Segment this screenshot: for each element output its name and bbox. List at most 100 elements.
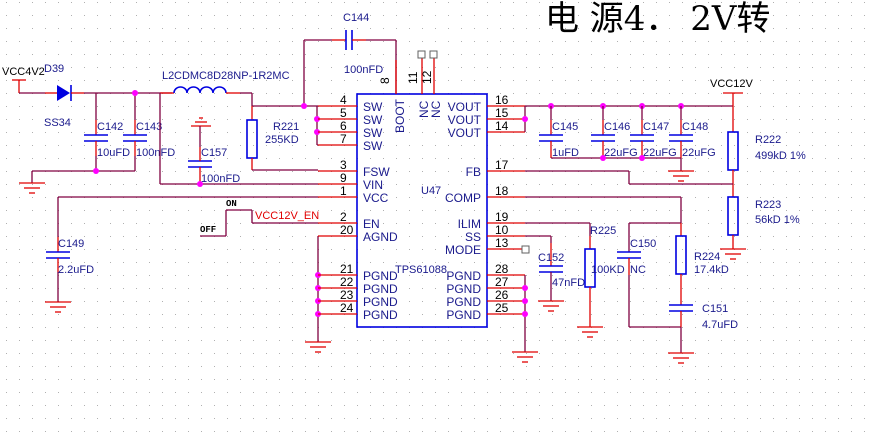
c145-ref: C145 (552, 121, 578, 133)
pin-number: 27 (495, 275, 509, 289)
pin-name: VOUT (448, 126, 482, 140)
pin-number: 3 (340, 158, 347, 172)
pin-number: 13 (495, 236, 509, 250)
ground-symbol (512, 351, 538, 363)
c149-ref: C149 (58, 238, 84, 250)
r221-value: 255KD (265, 134, 299, 146)
pin-number: 6 (340, 119, 347, 133)
switch-on-label: ON (226, 199, 237, 209)
c142-value: 10uFD (97, 147, 130, 159)
capacitor-c151[interactable]: C151 4.7uFD (668, 303, 738, 364)
pin-number: 5 (340, 106, 347, 120)
pin-name: PGND (363, 308, 398, 322)
c144-ref: C144 (343, 12, 369, 24)
ground-symbol (720, 248, 746, 260)
pin-name: SS (465, 230, 481, 244)
pin-name: VOUT (448, 100, 482, 114)
capacitor-c150[interactable]: C150 NC (617, 223, 656, 327)
c151-value: 4.7uFD (702, 319, 738, 331)
net-label-enable: VCC12V_EN (255, 210, 319, 222)
pin-name: COMP (445, 191, 481, 205)
pin-name: SW (363, 100, 383, 114)
c148-value: 22uFG (682, 147, 716, 159)
c142-ref: C142 (97, 121, 123, 133)
c148-ref: C148 (682, 121, 708, 133)
diode-d39[interactable]: D39 SS34 (44, 63, 84, 129)
pin-number: 15 (495, 106, 509, 120)
nc-marker (417, 50, 426, 59)
grid-dots (6, 2, 865, 432)
pin-name: VOUT (448, 113, 482, 127)
ground-symbol (668, 352, 694, 364)
r223-value: 56kD 1% (755, 214, 800, 226)
pin-name: PGND (446, 295, 481, 309)
capacitor-c152[interactable]: C152 47nFD (538, 243, 585, 312)
pin-number: 17 (495, 158, 509, 172)
capacitor-c143[interactable]: C143 100nFD (123, 93, 175, 171)
vcc4v2-port[interactable]: VCC4V2 (2, 66, 45, 94)
capacitor-c157[interactable]: C157 100nFD (188, 117, 240, 187)
ground-symbol (305, 341, 331, 353)
ground-symbol (191, 117, 211, 127)
pin-name: PGND (446, 282, 481, 296)
l2-value: CDMC8D28NP-1R2MC (174, 70, 290, 82)
vcc12v-port[interactable]: VCC12V (710, 78, 753, 106)
pin-number: 23 (340, 288, 354, 302)
capacitor-c149[interactable]: C149 2.2uFD (45, 197, 94, 313)
pin-number: 19 (495, 210, 509, 224)
pin-number: 7 (340, 132, 347, 146)
pin-name: SW (363, 139, 383, 153)
pin-number: 26 (495, 288, 509, 302)
capacitor-c148[interactable]: C148 22uFG (669, 106, 716, 159)
pin-num-8: 8 (378, 77, 392, 84)
pin-name: PGND (363, 295, 398, 309)
capacitor-c142[interactable]: C142 10uFD (84, 93, 130, 171)
pin-number: 9 (340, 171, 347, 185)
capacitor-c145[interactable]: C145 1uFD (539, 106, 579, 159)
c144-value: 100nFD (344, 64, 383, 76)
pin-number: 20 (340, 223, 354, 237)
pin-name: PGND (363, 282, 398, 296)
inductor-l2[interactable]: L2 CDMC8D28NP-1R2MC (160, 70, 290, 94)
resistor-r222[interactable]: R222 499kD 1% (727, 106, 806, 184)
pin-number: 18 (495, 184, 509, 198)
c145-value: 1uFD (552, 147, 579, 159)
ground-symbol (538, 300, 564, 312)
pin-name-nc: NC (429, 100, 443, 118)
c146-value: 22uFG (604, 147, 638, 159)
resistor-r223[interactable]: R223 56kD 1% (720, 184, 800, 260)
enable-switch[interactable]: ON OFF (200, 199, 253, 237)
resistor-r224[interactable]: R224 17.4kD (675, 223, 729, 305)
pin-name: VIN (363, 178, 383, 192)
resistor-r225[interactable]: R225 100KD (577, 225, 625, 338)
resistor-r221[interactable]: R221 255KD (246, 105, 318, 171)
